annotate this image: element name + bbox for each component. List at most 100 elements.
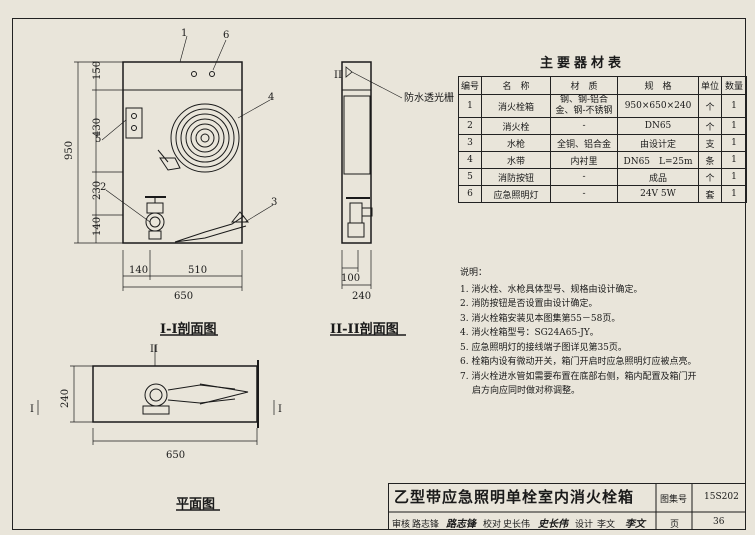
cell: 水枪 xyxy=(481,134,552,152)
col-name: 名 称 xyxy=(481,76,552,95)
hose-side xyxy=(343,95,371,175)
materials-title: 主要器材表 xyxy=(540,56,626,71)
design-label: 设计 xyxy=(575,520,594,530)
table-row: 6 应急照明灯 - 24V 5W 套 1 xyxy=(457,185,748,203)
cabinet-plan-outline xyxy=(92,365,258,423)
callout-2: 2 xyxy=(100,182,106,193)
cell: 1 xyxy=(457,94,483,118)
section-mark-ii: II xyxy=(334,70,342,81)
section-1-label: I-I剖面图 xyxy=(160,321,217,337)
reviewer-signature: 路志锋 xyxy=(446,519,476,530)
cell: 成品 xyxy=(617,168,700,186)
cell: 3 xyxy=(457,134,483,152)
hydrant-plan xyxy=(142,383,170,415)
cell: 消防按钮 xyxy=(481,168,552,186)
cell: 1 xyxy=(721,134,748,152)
plan-section-mark-i-left: I xyxy=(30,404,34,415)
cell: 全铜、铝合金 xyxy=(550,134,619,152)
note-item: 3. 消火栓箱安装见本图集第55－58页。 xyxy=(460,313,621,324)
callout-6: 6 xyxy=(223,30,229,41)
cell: 内衬里 xyxy=(550,151,619,169)
table-row: 4 水带 内衬里 DN65 L=25m 条 1 xyxy=(457,151,748,169)
dim-240-plan: 240 xyxy=(60,389,71,408)
table-header-row: 编号 名 称 材 质 规 格 单位 数量 xyxy=(457,76,748,95)
col-spec: 规 格 xyxy=(617,76,700,95)
hydrant-valve xyxy=(145,196,166,240)
plan-section-mark-i-right: I xyxy=(278,404,282,415)
waterproof-grille-label: 防水透光栅 xyxy=(404,91,454,104)
cell: 4 xyxy=(457,151,483,169)
cell: 2 xyxy=(457,117,483,135)
dim-230: 230 xyxy=(92,181,103,200)
cell: 消火栓 xyxy=(481,117,552,135)
callout-4: 4 xyxy=(268,92,274,103)
hydrant-side xyxy=(346,197,373,238)
dim-140-h: 140 xyxy=(129,265,148,276)
cell: 应急照明灯 xyxy=(481,185,552,203)
col-material: 材 质 xyxy=(550,76,619,95)
drawing-title: 乙型带应急照明单栓室内消火栓箱 xyxy=(394,488,635,506)
dim-650: 650 xyxy=(174,291,193,302)
note-item: 7. 消火栓进水管如需要布置在底部右侧，箱内配置及箱门开 xyxy=(460,371,697,382)
cell: 个 xyxy=(698,94,723,118)
note-item: 5. 应急照明灯的接线端子图详见第35页。 xyxy=(460,342,627,353)
light-hole-right xyxy=(209,71,215,77)
cell: 1 xyxy=(721,94,748,118)
cell: 个 xyxy=(698,168,723,186)
cabinet-side-outline xyxy=(341,61,372,244)
materials-table: 编号 名 称 材 质 规 格 单位 数量 1 消火栓箱 钢、钢-铝合金、钢-不锈… xyxy=(457,76,748,203)
col-no: 编号 xyxy=(457,76,483,95)
light-hole-left xyxy=(191,71,197,77)
cell: 水带 xyxy=(481,151,552,169)
cell: 1 xyxy=(721,168,748,186)
cell: 950×650×240 xyxy=(617,94,700,118)
hose-reel xyxy=(170,103,240,173)
cell: 消火栓箱 xyxy=(481,94,552,118)
cabinet-front-outline xyxy=(122,61,243,244)
checker-name: 史长伟 xyxy=(503,520,531,530)
designer-name: 李文 xyxy=(597,520,616,530)
cell: 支 xyxy=(698,134,723,152)
sheet-frame xyxy=(12,18,746,530)
callout-3: 3 xyxy=(271,197,277,208)
designer-signature: 李文 xyxy=(625,519,645,530)
cell: DN65 L=25m xyxy=(617,151,700,169)
dim-430: 430 xyxy=(92,118,103,137)
cell: 6 xyxy=(457,185,483,203)
review-label: 审核 xyxy=(392,520,411,530)
dim-150: 150 xyxy=(92,61,103,80)
col-qty: 数量 xyxy=(721,76,748,95)
notes-heading: 说明： xyxy=(460,268,488,278)
page-label: 页 xyxy=(670,520,680,530)
callout-5: 5 xyxy=(95,134,101,145)
note-item: 1. 消火栓、水枪具体型号、规格由设计确定。 xyxy=(460,284,643,295)
cell: - xyxy=(550,168,619,186)
table-row: 2 消火栓 - DN65 个 1 xyxy=(457,117,748,135)
fire-button-box xyxy=(125,107,143,139)
dim-140-v: 140 xyxy=(92,217,103,236)
cell: 套 xyxy=(698,185,723,203)
check-label: 校对 xyxy=(483,520,502,530)
dim-510: 510 xyxy=(188,265,207,276)
reviewer-name: 路志锋 xyxy=(412,520,440,530)
cell: DN65 xyxy=(617,117,700,135)
cell: 1 xyxy=(721,151,748,169)
cell: 钢、钢-铝合金、钢-不锈钢 xyxy=(550,94,619,118)
cell: 1 xyxy=(721,117,748,135)
col-unit: 单位 xyxy=(698,76,723,95)
note-item: 启方向应同时做对称调整。 xyxy=(472,386,581,396)
cell: - xyxy=(550,117,619,135)
dim-950: 950 xyxy=(64,141,75,160)
dim-100: 100 xyxy=(341,273,360,284)
table-row: 1 消火栓箱 钢、钢-铝合金、钢-不锈钢 950×650×240 个 1 xyxy=(457,94,748,118)
cell: 1 xyxy=(721,185,748,203)
cell: 24V 5W xyxy=(617,185,700,203)
section-2-label: II-II剖面图 xyxy=(330,321,399,337)
notes: 说明： 1. 消火栓、水枪具体型号、规格由设计确定。 2. 消防按钮是否设置由设… xyxy=(460,266,730,399)
cell: 个 xyxy=(698,117,723,135)
table-row: 3 水枪 全铜、铝合金 由设计定 支 1 xyxy=(457,134,748,152)
dim-650-plan: 650 xyxy=(166,450,185,461)
note-item: 6. 栓箱内设有微动开关，箱门开启时应急照明灯应被点亮。 xyxy=(460,357,697,367)
